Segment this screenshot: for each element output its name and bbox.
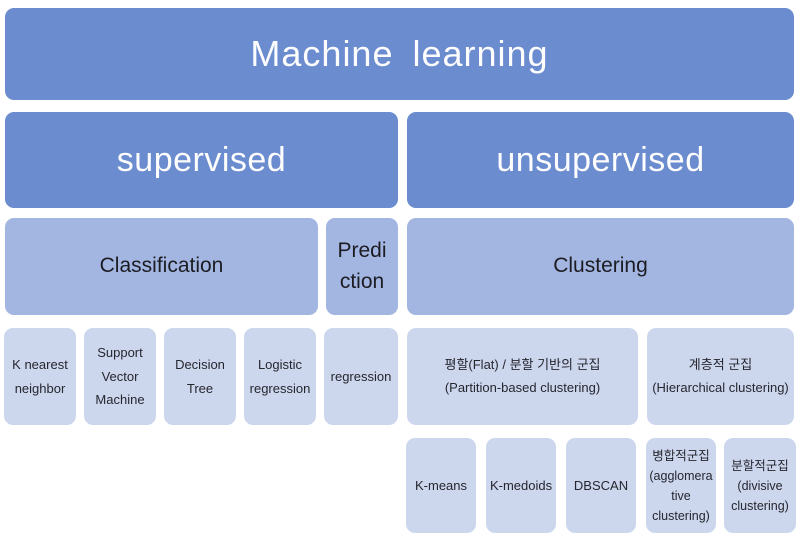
node-partition-line2: (Partition-based clustering): [444, 379, 601, 395]
node-machine-learning: Machine learning: [5, 8, 794, 100]
node-support-vector-machine: Support Vector Machine: [84, 328, 156, 425]
node-supervised-label: supervised: [116, 140, 287, 179]
node-agglomerative-line2: (agglomera: [649, 468, 713, 483]
node-dbscan-label: DBSCAN: [573, 477, 629, 493]
node-machine-learning-label: Machine learning: [250, 33, 549, 74]
node-agglomerative-line1: 병합적군집: [652, 448, 710, 463]
node-k-means-label: K-means: [414, 477, 468, 493]
node-decision-tree-line1: Decision: [175, 357, 225, 373]
node-hierarchical-clustering: 계층적 군집 (Hierarchical clustering): [647, 328, 794, 425]
node-unsupervised: unsupervised: [407, 112, 794, 208]
node-logistic-line1: Logistic: [257, 357, 303, 373]
node-unsupervised-label: unsupervised: [496, 140, 705, 179]
node-prediction-line2: ction: [339, 269, 385, 293]
node-dbscan: DBSCAN: [566, 438, 636, 533]
node-logistic-line2: regression: [249, 380, 311, 396]
node-k-medoids-label: K-medoids: [489, 477, 553, 493]
node-agglomerative-line4: clustering): [652, 508, 710, 523]
node-regression-label: regression: [330, 368, 392, 384]
node-k-nearest-neighbor: K nearest neighbor: [4, 328, 76, 425]
node-knn-line1: K nearest: [12, 357, 68, 373]
node-classification-label: Classification: [99, 254, 224, 278]
node-svm-line1: Support: [97, 345, 143, 361]
node-k-means: K-means: [406, 438, 476, 533]
node-partition-line1: 평할(Flat) / 분할 기반의 군집: [444, 357, 601, 373]
node-k-medoids: K-medoids: [486, 438, 556, 533]
node-regression: regression: [324, 328, 398, 425]
node-clustering: Clustering: [407, 218, 794, 315]
node-hierarchical-line1: 계층적 군집: [688, 357, 753, 373]
node-decision-tree-line2: Tree: [186, 380, 214, 396]
node-divisive-line2: (divisive: [737, 478, 783, 493]
node-hierarchical-line2: (Hierarchical clustering): [652, 379, 789, 395]
node-supervised: supervised: [5, 112, 398, 208]
node-divisive-clustering: 분할적군집 (divisive clustering): [724, 438, 796, 533]
node-svm-line2: Vector: [101, 368, 139, 384]
node-logistic-regression: Logistic regression: [244, 328, 316, 425]
node-knn-line2: neighbor: [14, 380, 66, 396]
node-prediction-line1: Predi: [337, 239, 387, 263]
node-svm-line3: Machine: [95, 392, 145, 408]
node-decision-tree: Decision Tree: [164, 328, 236, 425]
node-partition-based-clustering: 평할(Flat) / 분할 기반의 군집 (Partition-based cl…: [407, 328, 638, 425]
node-agglomerative-line3: tive: [671, 488, 691, 503]
node-divisive-line1: 분할적군집: [731, 458, 789, 473]
node-classification: Classification: [5, 218, 318, 315]
node-clustering-label: Clustering: [553, 254, 648, 278]
node-agglomerative-clustering: 병합적군집 (agglomera tive clustering): [646, 438, 716, 533]
node-divisive-line3: clustering): [731, 498, 789, 513]
node-prediction: Predi ction: [326, 218, 398, 315]
